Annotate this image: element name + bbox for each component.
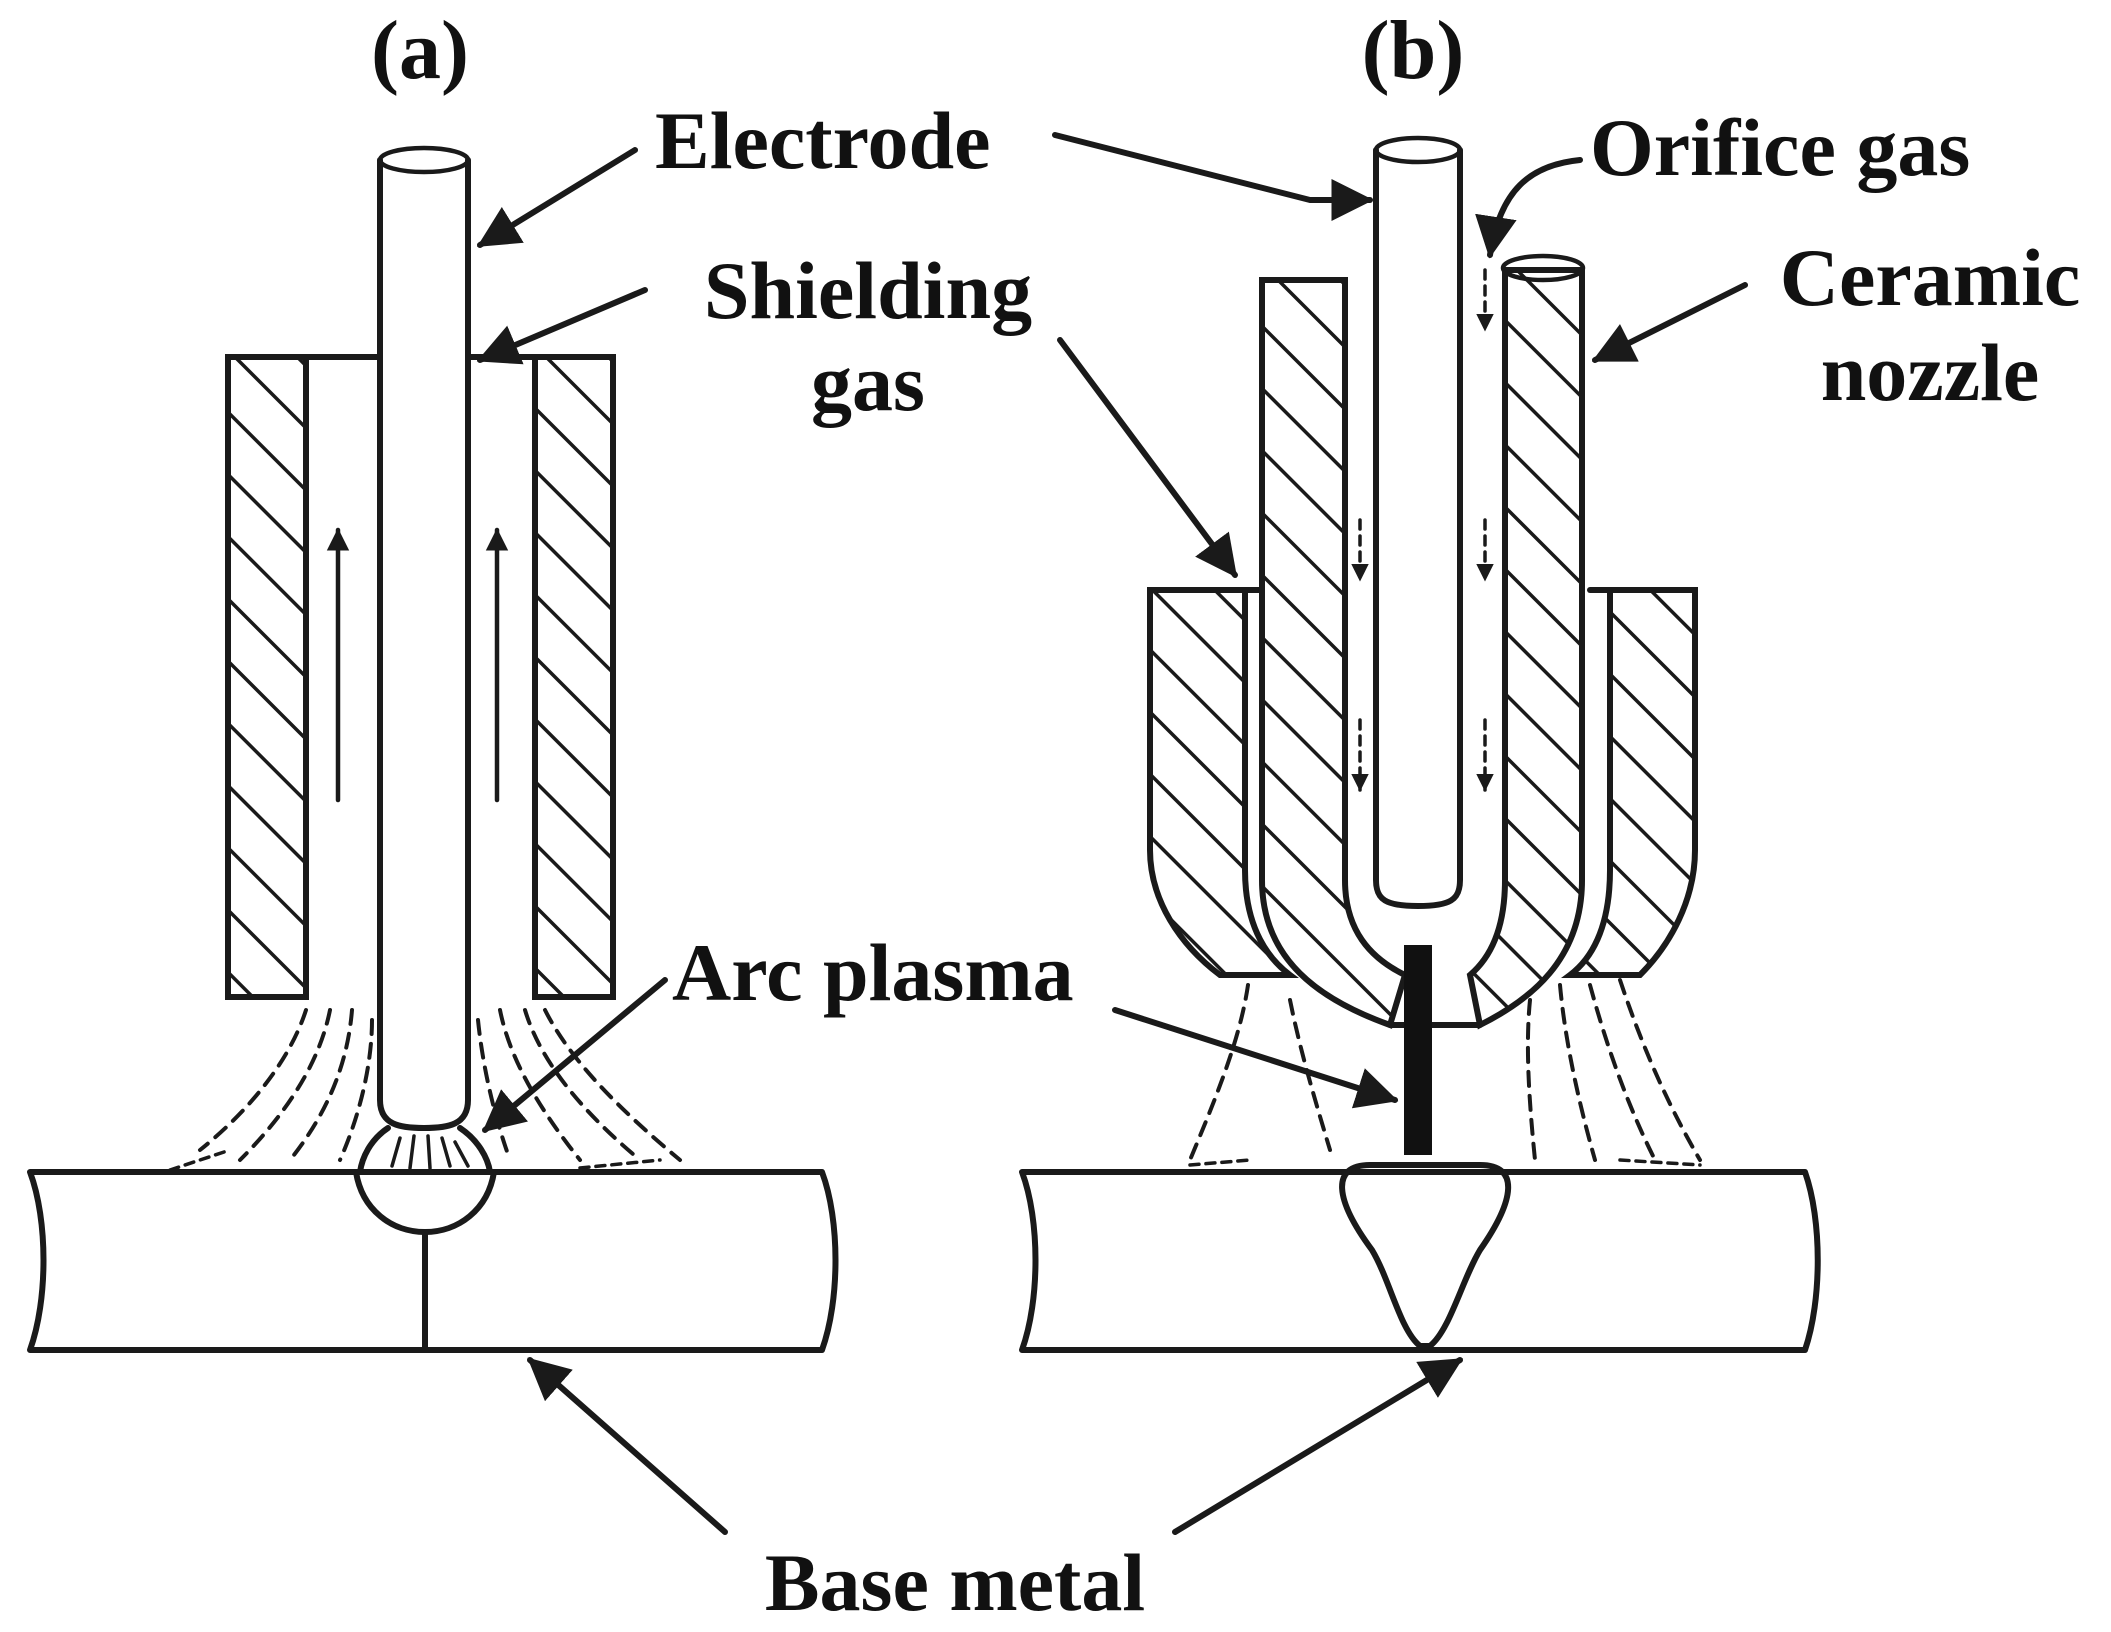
outer-nozzle-left-b	[1147, 587, 1299, 978]
outer-nozzle-right-b	[1561, 587, 1698, 978]
leader-base-metal-a	[527, 1357, 728, 1535]
panel-label-a: (a)	[371, 4, 469, 97]
nozzle-wall-left-a	[225, 354, 309, 1000]
base-metal-plate-b	[1019, 1169, 1821, 1353]
label-arc-plasma: Arc plasma	[672, 927, 1074, 1018]
label-electrode: Electrode	[655, 95, 991, 186]
ceramic-nozzle-right-b	[1466, 267, 1585, 1030]
nozzle-wall-right-a	[532, 354, 616, 1000]
label-base-metal: Base metal	[765, 1537, 1145, 1628]
leader-shielding-gas-a	[476, 287, 648, 365]
arc-plasma-column-b	[1404, 945, 1432, 1155]
leader-orifice-gas	[1475, 157, 1583, 259]
leader-arc-plasma-b	[1112, 1007, 1399, 1109]
ceramic-nozzle-left-b	[1259, 277, 1409, 1029]
shielding-gas-dispersal-a	[168, 1008, 682, 1172]
weld-pool-a	[353, 1169, 497, 1235]
weld-keyhole-b	[1339, 1162, 1512, 1349]
leader-electrode-a	[477, 147, 638, 248]
label-shielding-gas-line2: gas	[811, 337, 925, 428]
base-metal-plate-a	[27, 1169, 839, 1353]
panel-a-tig-torch	[27, 145, 839, 1353]
arc-plasma-a	[357, 1125, 493, 1175]
shielding-gas-dispersal-b	[1188, 978, 1702, 1167]
electrode-a	[377, 157, 471, 1131]
leader-arrows	[476, 132, 1748, 1535]
panel-label-b: (b)	[1362, 4, 1465, 97]
leader-base-metal-b	[1172, 1357, 1463, 1535]
label-orifice-gas: Orifice gas	[1590, 102, 1970, 193]
label-ceramic-nozzle-line2: nozzle	[1821, 327, 2040, 418]
leader-arc-plasma-a	[482, 977, 668, 1133]
panel-b-plasma-torch	[1019, 135, 1821, 1353]
electrode-b	[1373, 147, 1463, 909]
leader-shielding-gas-b	[1057, 337, 1238, 578]
leader-electrode-b	[1052, 132, 1374, 221]
leader-ceramic-nozzle	[1591, 282, 1748, 363]
label-shielding-gas-line1: Shielding	[704, 245, 1032, 336]
label-ceramic-nozzle-line1: Ceramic	[1780, 232, 2081, 323]
